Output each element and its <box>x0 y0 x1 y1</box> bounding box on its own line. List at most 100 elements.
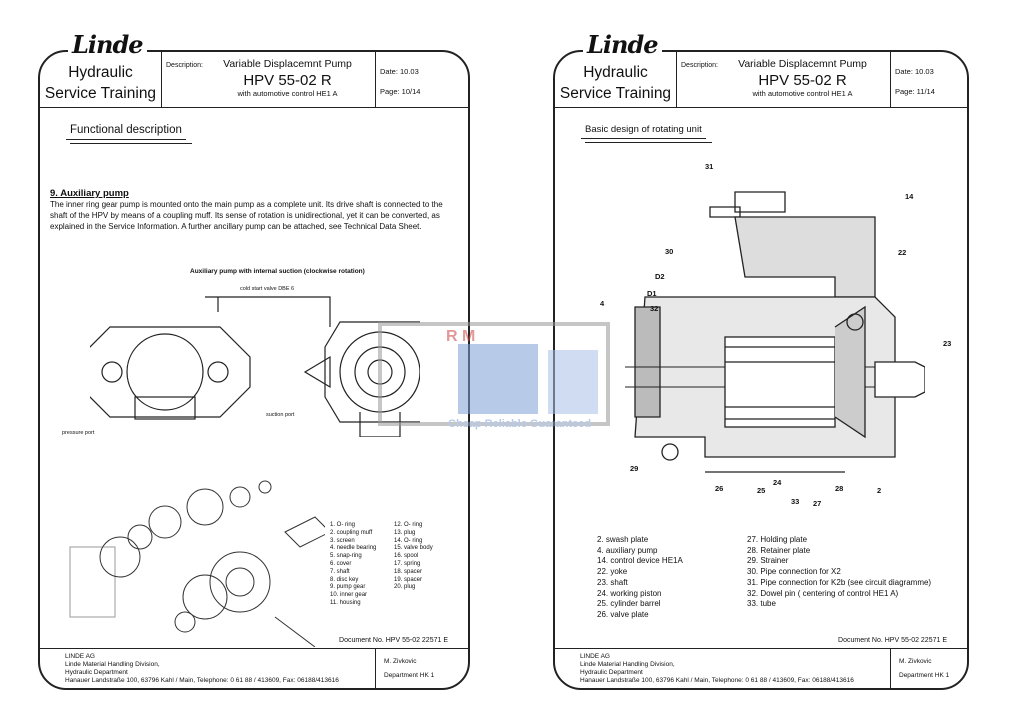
part-item: 30. Pipe connection for X2 <box>747 567 841 577</box>
part-item: 19. spacer <box>394 576 423 583</box>
part-item: 15. valve body <box>394 545 433 552</box>
footer-line: Hydraulic Department <box>65 669 128 676</box>
part-item: 7. shaft <box>330 568 350 575</box>
doc-title: Variable Displacemnt Pump <box>223 58 352 70</box>
part-item: 25. cylinder barrel <box>597 599 661 609</box>
watermark: R M Cheap Reliable Guaranteed <box>378 322 610 442</box>
part-item: 32. Dowel pin ( centering of control HE1… <box>747 588 899 598</box>
linde-logo: Linde <box>583 30 662 59</box>
callout-30: 30 <box>665 247 674 256</box>
body-text: 9. Auxiliary pump The inner ring gear pu… <box>50 188 462 232</box>
part-item: 33. tube <box>747 599 776 609</box>
header-line2: Service Training <box>559 85 672 102</box>
callout-28: 28 <box>835 484 844 493</box>
part-item: 14. control device HE1A <box>597 556 683 566</box>
label-cold-start-valve: cold start valve DBE 6 <box>240 286 295 292</box>
label-pressure-port: pressure port <box>62 430 95 436</box>
rotating-unit-cross-section <box>625 191 925 473</box>
document-number: Document No. HPV 55-02 22571 E <box>838 637 947 644</box>
part-item: 29. Strainer <box>747 556 789 566</box>
part-item: 10. inner gear <box>330 592 368 599</box>
part-item: 23. shaft <box>597 577 628 587</box>
doc-title: Variable Displacemnt Pump <box>738 58 867 70</box>
part-item: 24. working piston <box>597 588 662 598</box>
part-item: 26. valve plate <box>597 609 649 619</box>
header-description: Description: Variable Displacemnt Pump H… <box>162 52 376 107</box>
section-heading: 9. Auxiliary pump <box>50 188 129 199</box>
part-item: 2. coupling muff <box>330 529 373 536</box>
description-label: Description: <box>681 62 718 69</box>
department: Department HK 1 <box>384 672 435 679</box>
doc-model: HPV 55-02 R <box>243 72 332 89</box>
paragraph: The inner ring gear pump is mounted onto… <box>50 200 443 231</box>
author: M. Zivkovic <box>384 658 417 665</box>
footer-line: Hanauer Landstraße 100, 63796 Kahl / Mai… <box>580 677 854 684</box>
footer-line: Linde Material Handling Division, <box>580 661 675 668</box>
header-line2: Service Training <box>44 85 157 102</box>
callout-26: 26 <box>715 484 724 493</box>
callout-4: 4 <box>600 299 605 308</box>
footer-line: Hydraulic Department <box>580 669 643 676</box>
part-item: 5. snap-ring <box>330 553 362 560</box>
section-title: Functional description <box>66 124 192 144</box>
part-item: 27. Holding plate <box>747 535 808 544</box>
footer-line: LINDE AG <box>580 653 610 660</box>
section-title: Basic design of rotating unit <box>581 124 712 143</box>
part-item: 8. disc key <box>330 576 359 583</box>
description-label: Description: <box>166 62 203 69</box>
callout-d2: D2 <box>655 272 665 281</box>
part-item: 3. screen <box>330 537 355 544</box>
part-item: 18. spacer <box>394 568 423 575</box>
exploded-parts-drawing <box>69 480 325 647</box>
doc-model: HPV 55-02 R <box>758 72 847 89</box>
doc-subtitle: with automotive control HE1 A <box>237 89 338 98</box>
department: Department HK 1 <box>899 672 950 679</box>
part-item: 1. O- ring <box>330 522 356 528</box>
page-number: Page: 11/14 <box>895 87 935 96</box>
part-item: 31. Pipe connection for K2b (see circuit… <box>747 577 932 587</box>
date: Date: 10.03 <box>895 67 934 76</box>
part-item: 6. cover <box>330 560 352 567</box>
date: Date: 10.03 <box>380 67 419 76</box>
part-item: 9. pump gear <box>330 584 366 591</box>
linde-logo: Linde <box>68 30 147 59</box>
callout-31: 31 <box>705 162 714 171</box>
author: M. Zivkovic <box>899 658 932 665</box>
header-description: Description: Variable Displacemnt Pump H… <box>677 52 891 107</box>
part-item: 4. auxiliary pump <box>597 545 658 555</box>
part-item: 12. O- ring <box>394 522 423 528</box>
callout-24: 24 <box>773 478 782 487</box>
callout-14: 14 <box>905 192 914 201</box>
part-item: 2. swash plate <box>597 535 649 544</box>
callout-2: 2 <box>877 486 882 495</box>
callout-29: 29 <box>630 464 639 473</box>
footer-line: Hanauer Landstraße 100, 63796 Kahl / Mai… <box>65 677 339 684</box>
doc-subtitle: with automotive control HE1 A <box>752 89 853 98</box>
figure-title: Auxiliary pump with internal suction (cl… <box>190 268 365 275</box>
part-item: 17. spring <box>394 560 421 567</box>
part-item: 4. needle bearing <box>330 545 377 552</box>
header-line1: Hydraulic <box>68 64 133 81</box>
watermark-letters: R M <box>446 328 476 345</box>
part-item: 22. yoke <box>597 567 628 577</box>
watermark-logo-icon <box>378 322 610 426</box>
callout-22: 22 <box>898 248 907 257</box>
part-item: 16. spool <box>394 553 419 560</box>
watermark-tagline: Cheap Reliable Guaranteed <box>448 418 592 430</box>
callout-25: 25 <box>757 486 766 495</box>
